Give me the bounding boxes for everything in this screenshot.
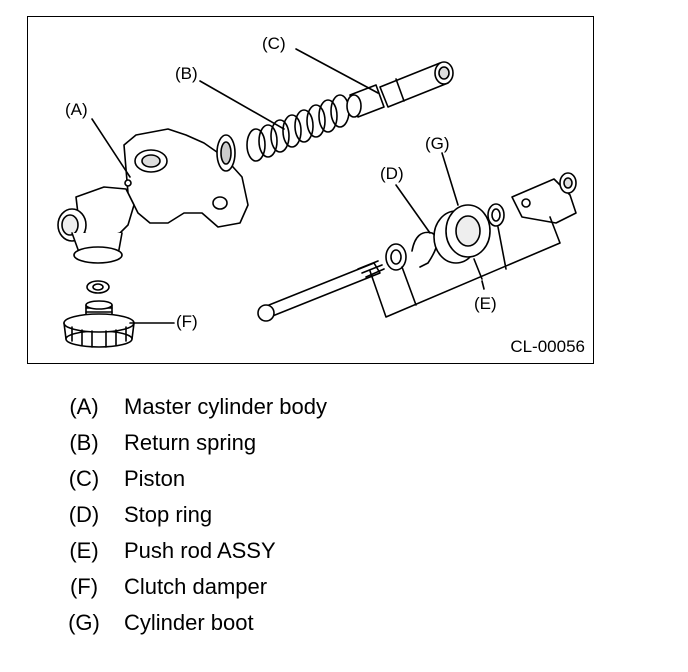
clutch-damper bbox=[63, 280, 135, 348]
legend-letter: (A) bbox=[69, 394, 99, 419]
stop-ring bbox=[411, 231, 438, 268]
legend-letter: (G) bbox=[68, 610, 100, 635]
legend-letter: (E) bbox=[69, 538, 99, 563]
exploded-view-drawing bbox=[57, 48, 577, 348]
master-cylinder-body bbox=[57, 128, 249, 264]
legend-letter: (D) bbox=[68, 502, 100, 527]
legend-text: Cylinder boot bbox=[124, 610, 254, 635]
figure-code: CL-00056 bbox=[510, 337, 585, 356]
callout-c: (C) bbox=[262, 34, 286, 53]
leader-b bbox=[199, 80, 285, 130]
push-rod-washer bbox=[385, 243, 407, 271]
legend-text: Piston bbox=[124, 466, 186, 491]
legend-text: Return spring bbox=[124, 430, 257, 455]
legend-text: Master cylinder body bbox=[124, 394, 327, 419]
legend-letter: (B) bbox=[69, 430, 99, 455]
legend-letter: (C) bbox=[68, 466, 100, 491]
exploded-view-figure: (A) (B) (C) (D) (E) (F) (G) CL-00056 bbox=[27, 16, 594, 364]
legend-letter: (F) bbox=[69, 574, 99, 599]
callout-b: (B) bbox=[175, 64, 198, 83]
leader-e bbox=[369, 216, 561, 318]
return-spring bbox=[246, 94, 350, 162]
callout-f: (F) bbox=[176, 312, 198, 331]
leader-a bbox=[91, 118, 131, 178]
callout-d: (D) bbox=[380, 164, 404, 183]
cylinder-boot bbox=[433, 204, 491, 264]
legend-text: Push rod ASSY bbox=[124, 538, 276, 563]
legend-text: Stop ring bbox=[124, 502, 213, 527]
clevis-washer bbox=[487, 203, 505, 227]
piston bbox=[346, 61, 454, 118]
leader-c bbox=[295, 48, 379, 94]
leader-g bbox=[441, 152, 459, 206]
push-rod-clevis bbox=[511, 172, 577, 224]
callout-a: (A) bbox=[65, 100, 88, 119]
callout-e: (E) bbox=[474, 294, 497, 313]
legend-text: Clutch damper bbox=[124, 574, 268, 599]
push-rod bbox=[257, 260, 385, 322]
callout-g: (G) bbox=[425, 134, 450, 153]
leader-d bbox=[395, 184, 431, 234]
